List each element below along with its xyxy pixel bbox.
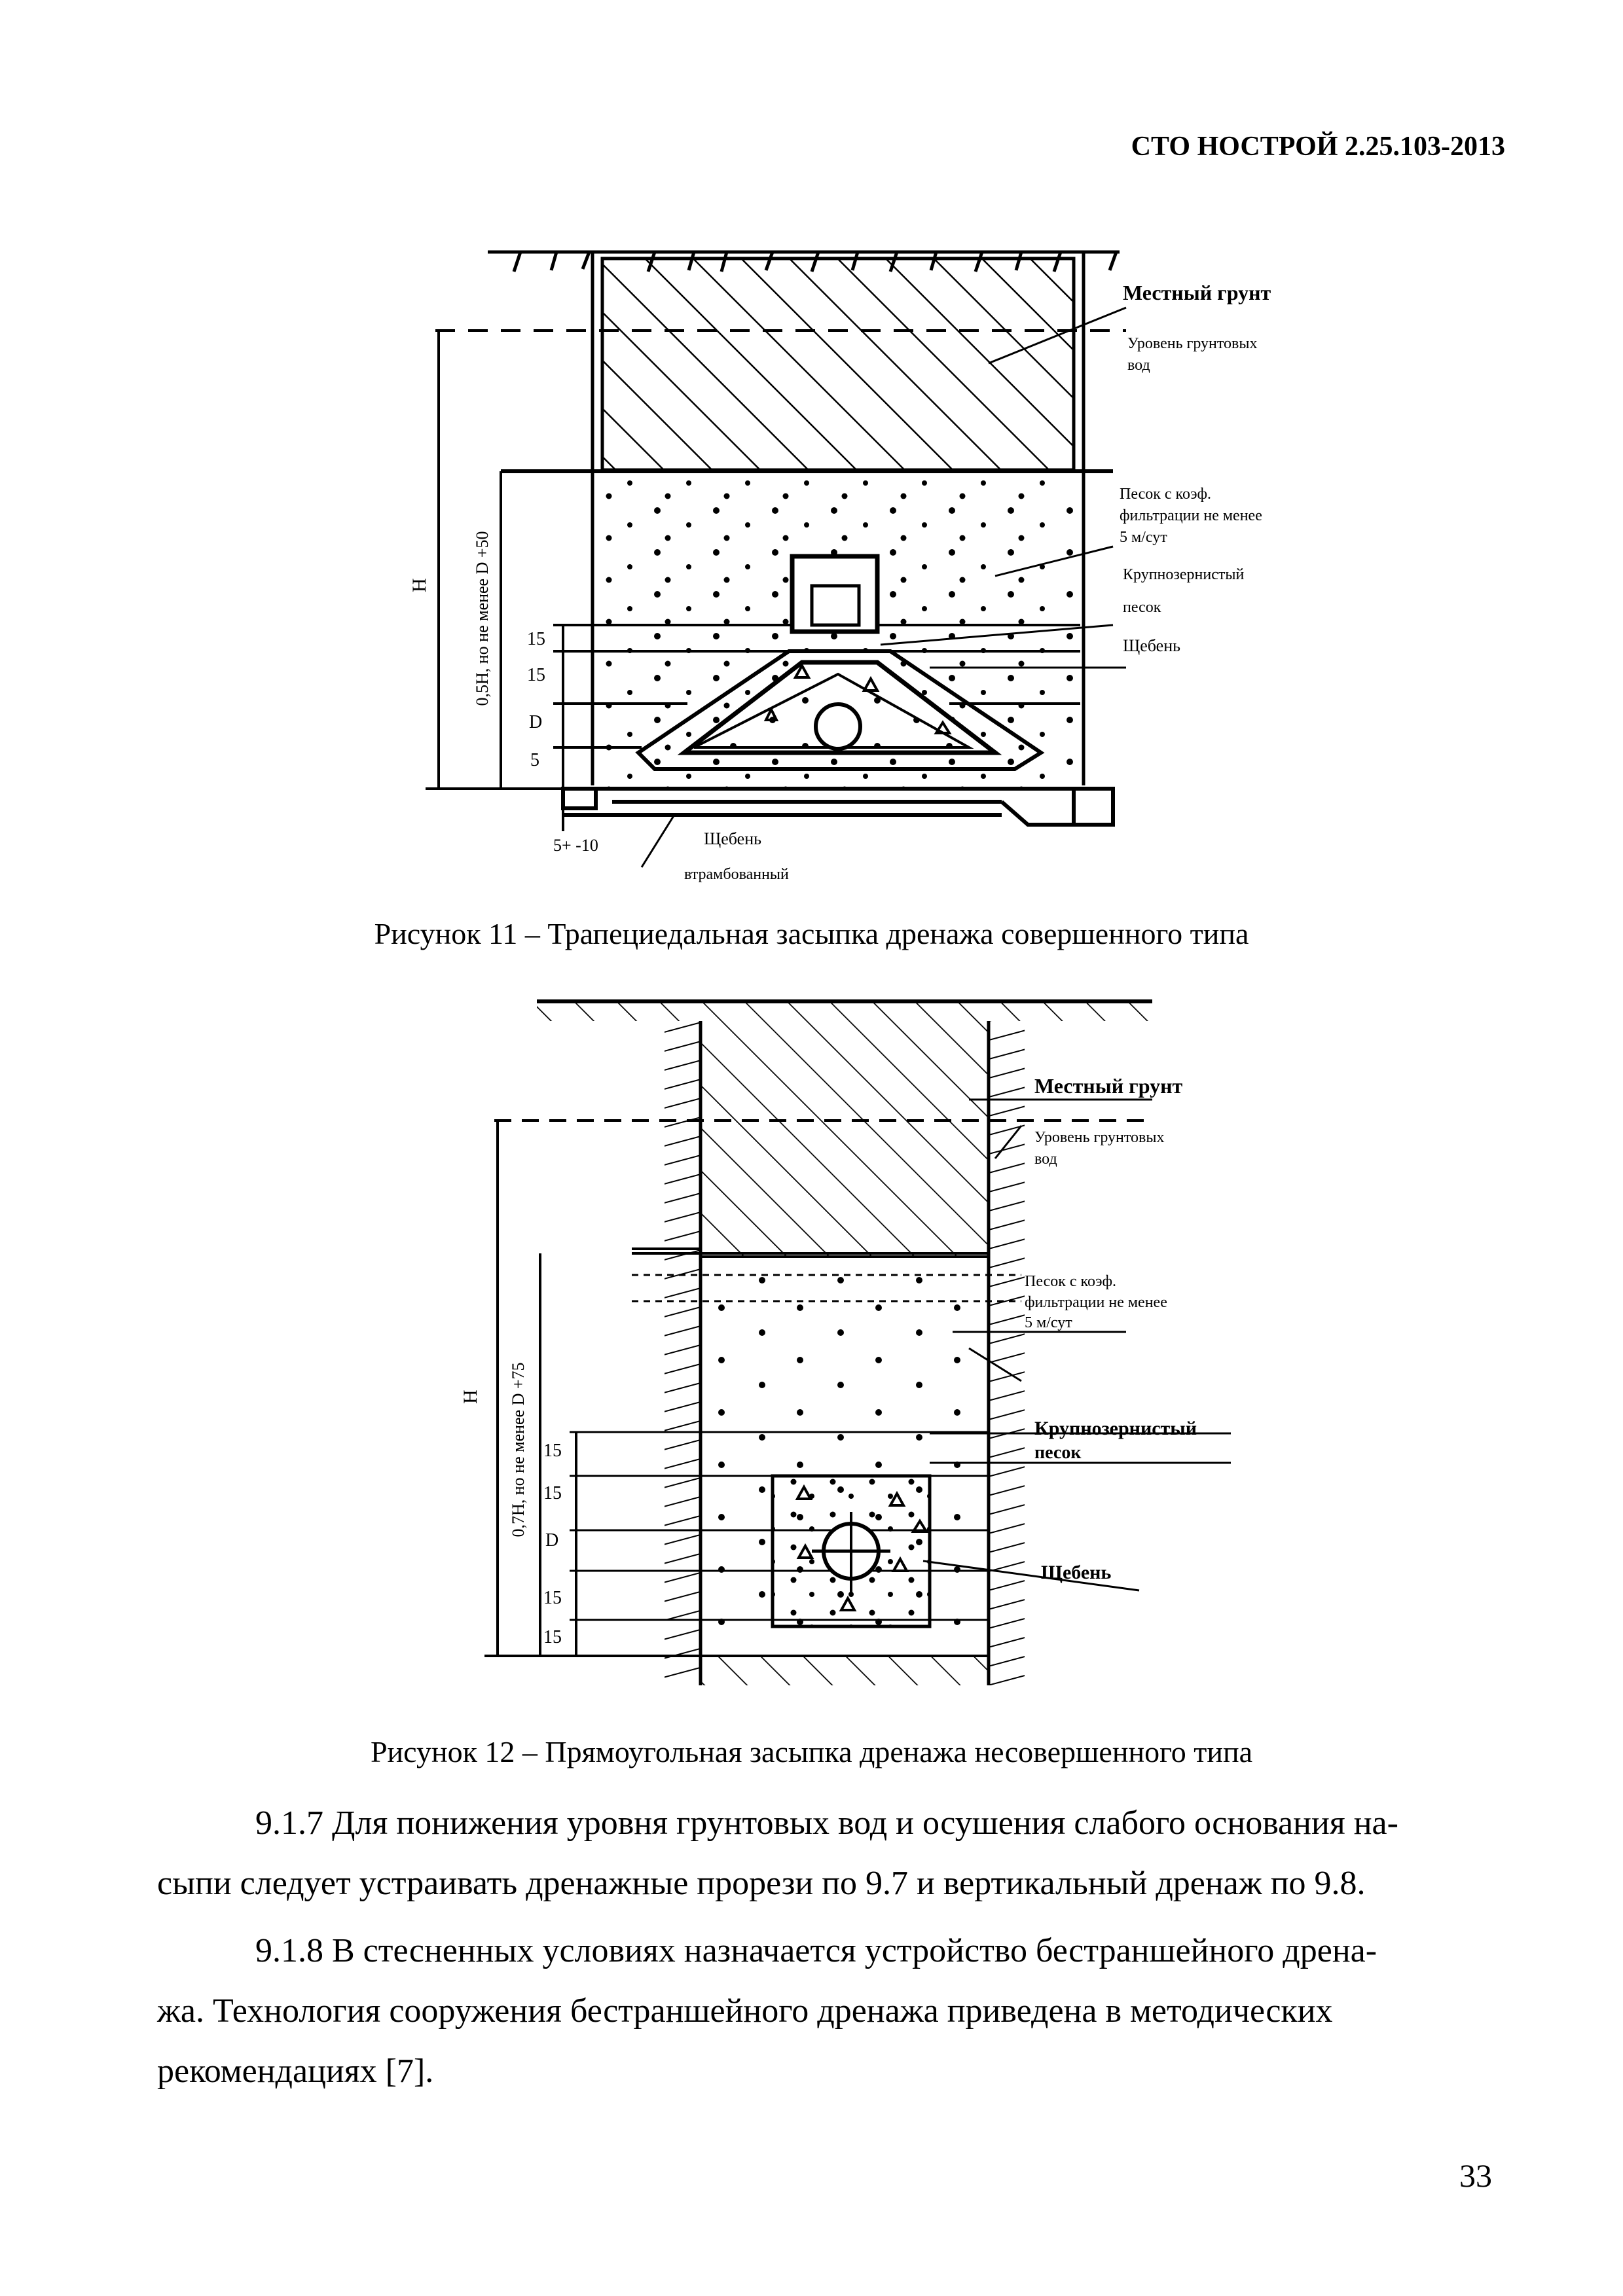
dim-15-c: 15 [543,1588,562,1608]
label-gravel: Щебень [1123,636,1180,655]
figure-12: Местный грунт Уровень грунтовых вод Песо… [0,982,1623,1741]
paragraph-9-1-7-line-1: 9.1.7 Для понижения уровня грунтовых вод… [255,1804,1398,1842]
dim-H: H [460,1390,481,1404]
label-sand-3: 5 м/сут [1025,1314,1072,1331]
label-groundwater-1: Уровень грунтовых [1034,1129,1165,1146]
document-code-header: СТО НОСТРОЙ 2.25.103-2013 [1131,132,1505,162]
label-coarse-2: песок [1123,599,1161,616]
label-rammed-2: втрамбованный [684,866,789,883]
dim-H: H [409,578,430,592]
label-groundwater-2: вод [1127,357,1150,374]
label-local-soil: Местный грунт [1123,281,1271,304]
dim-15-second: 15 [527,665,545,685]
dim-5-10: 5+ -10 [553,836,598,855]
label-sand-1: Песок с коэф. [1120,486,1211,503]
paragraph-9-1-7-line-2: сыпи следует устраивать дренажные прорез… [157,1865,1366,1902]
paragraph-9-1-8-line-3: рекомендациях [7]. [157,2053,434,2090]
dim-vertical-note: 0,7H, но не менее D +75 [509,1362,528,1537]
label-local-soil: Местный грунт [1034,1074,1183,1098]
base-soil [701,1656,989,1685]
local-soil-block [701,1021,989,1257]
label-sand-2: фильтрации не менее [1120,507,1262,524]
paragraph-9-1-8-line-2: жа. Технология сооружения бестраншейного… [157,1992,1333,2030]
dimension-chain [484,1121,701,1657]
label-coarse-1: Крупнозернистый [1034,1418,1197,1439]
leader-lines [922,1098,1231,1592]
left-wall [665,1021,701,1685]
dim-15-d: 15 [543,1627,562,1647]
label-rammed-1: Щебень [704,829,761,848]
drain-pipe [814,702,862,751]
dim-D: D [529,712,542,732]
rammed-gravel-base [561,787,1115,827]
dimension-chain [426,331,602,831]
label-groundwater-2: вод [1034,1151,1057,1168]
leader-lines [640,306,1127,868]
label-sand-1: Песок с коэф. [1025,1273,1116,1290]
ground-surface [537,999,1152,1021]
label-gravel: Щебень [1041,1562,1111,1583]
label-coarse-2: песок [1034,1443,1082,1463]
dim-vertical-note: 0,5H, но не менее D +50 [473,531,492,706]
figure-11-drawing [426,250,1127,868]
label-groundwater-1: Уровень грунтовых [1127,335,1258,352]
dim-15-top: 15 [527,629,545,649]
paragraph-9-1-8-line-1: 9.1.8 В стесненных условиях назначается … [255,1932,1377,1969]
gravel-trapezoid [635,649,1045,771]
dim-5: 5 [530,750,539,770]
paragraph-9-1-7: 9.1.7 Для понижения уровня грунтовых вод… [157,1793,1493,1914]
figure-12-labels: Местный грунт Уровень грунтовых вод Песо… [460,1074,1197,1647]
label-coarse-1: Крупнозернистый [1123,566,1244,583]
figure-12-caption: Рисунок 12 – Прямоугольная засыпка дрена… [370,1735,1253,1768]
figure-11-labels: Местный грунт Уровень грунтовых вод Песо… [409,281,1271,883]
gravel-core [771,1474,932,1628]
paragraph-9-1-8: 9.1.8 В стесненных условиях назначается … [157,1921,1493,2102]
page-number: 33 [1459,2157,1492,2194]
dim-D: D [545,1530,558,1551]
figure-11: Местный грунт Уровень грунтовых вод Песо… [0,0,1623,916]
label-sand-3: 5 м/сут [1120,529,1167,546]
figure-11-caption: Рисунок 11 – Трапециедальная засыпка дре… [374,917,1249,950]
dim-15-b: 15 [543,1483,562,1503]
figure-12-drawing [484,999,1231,1685]
label-sand-2: фильтрации не менее [1025,1294,1167,1311]
dim-15-a: 15 [543,1441,562,1461]
